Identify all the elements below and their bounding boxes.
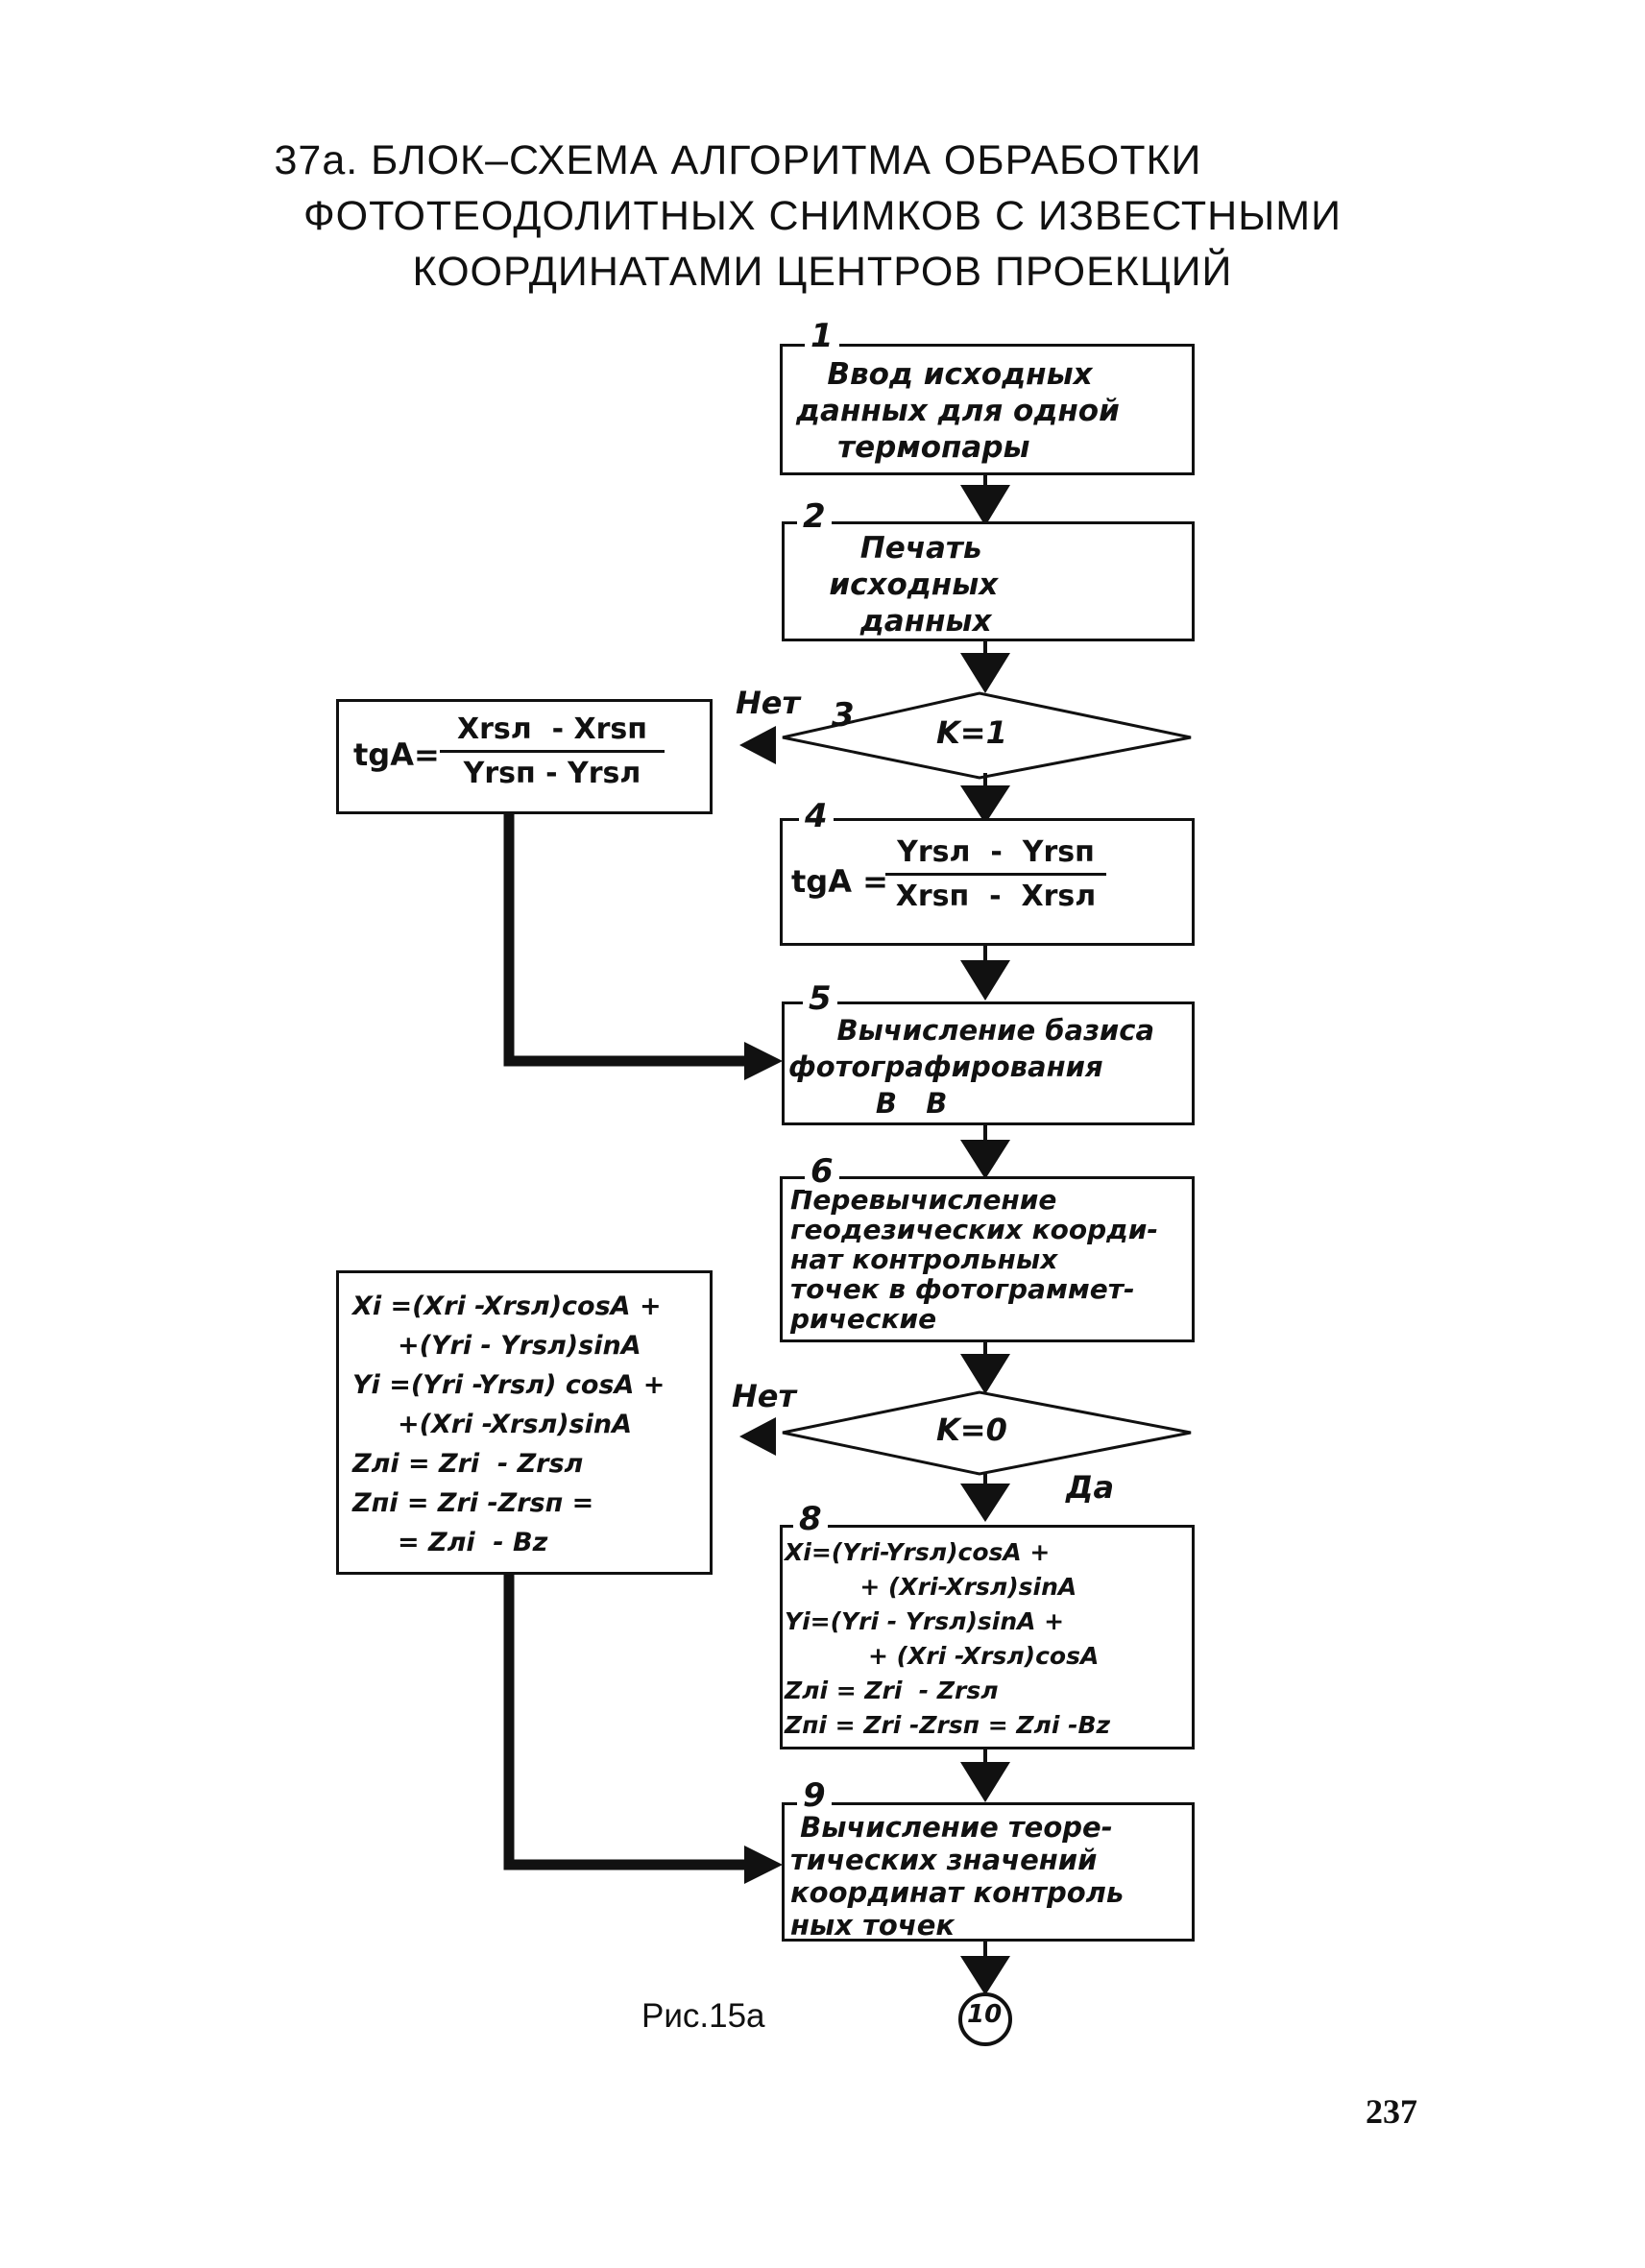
block-6-text: Перевычисление геодезических коорди- нат… xyxy=(790,1184,1158,1335)
block-4-fraction-bar xyxy=(885,873,1106,876)
arrow-1-2 xyxy=(960,485,1010,526)
block-8-text: Xi=(Yri-Yrsл)cosA + + (Xri-Xrsл)sinA Yi=… xyxy=(785,1538,1111,1739)
arrow-9-10 xyxy=(960,1956,1010,1995)
block-9-number: 9 xyxy=(797,1776,832,1815)
block-3-no-label: Нет xyxy=(736,685,801,721)
block-5-number: 5 xyxy=(803,979,837,1018)
title-line-3: КООРДИНАТАМИ ЦЕНТРОВ ПРОЕКЦИЙ xyxy=(412,249,1233,295)
left-tga-fraction-bar xyxy=(440,750,665,753)
arrow-6-7 xyxy=(960,1354,1010,1394)
left-block-tga-fraction: Xrsл - Xrsп Yrsп - Yrsл xyxy=(440,712,665,790)
block-4-fraction: Yrsл - Yrsп Xrsп - Xrsл xyxy=(885,835,1106,913)
block-7-yes-label: Да xyxy=(1066,1469,1115,1506)
block-2-text: Печать исходных данных xyxy=(829,531,999,639)
block-4-numerator: Yrsл - Yrsп xyxy=(897,835,1095,869)
left-tga-denominator: Yrsп - Yrsл xyxy=(463,757,641,790)
down-arrows xyxy=(960,485,1010,1995)
block-4-denominator: Xrsп - Xrsл xyxy=(895,880,1097,913)
block-9-text: Вычисление теоре- тических значений коор… xyxy=(790,1811,1125,1942)
block-2-number: 2 xyxy=(797,497,832,536)
arrow-8-9 xyxy=(960,1762,1010,1802)
left-block-tga xyxy=(336,699,713,814)
decision-diamond-3 xyxy=(782,691,1192,780)
block-7-condition: K=0 xyxy=(936,1411,1007,1448)
left-block-coordinates-text: Xi =(Xri -Xrsл)cosA + +(Yri - Yrsл)sinA … xyxy=(352,1291,665,1557)
arrow-no-3 xyxy=(739,726,776,764)
connector-10-label: 10 xyxy=(967,2000,1003,2029)
page-number: 237 xyxy=(1366,2092,1417,2131)
block-5-basis: Вычисление базиса фотографирования B B xyxy=(782,1001,1195,1125)
block-3-number: 3 xyxy=(832,696,855,735)
left-block-tga-lhs: tgA= xyxy=(353,736,440,773)
block-4-lhs: tgA = xyxy=(791,863,888,900)
block-2-print-data: Печать исходных данных xyxy=(782,521,1195,641)
block-1-input-data: Ввод исходных данных для одной термопары xyxy=(780,344,1195,475)
title-line-2: ФОТОТЕОДОЛИТНЫХ СНИМКОВ С ИЗВЕСТНЫМИ xyxy=(302,193,1343,239)
arrow-2-3 xyxy=(960,653,1010,693)
figure-caption: Рис.15а xyxy=(641,1997,765,2035)
block-3-condition: K=1 xyxy=(936,714,1007,751)
block-5-text: Вычисление базиса фотографирования B B xyxy=(788,1014,1155,1120)
connector-circle-10 xyxy=(958,1992,1012,2046)
block-6-number: 6 xyxy=(805,1152,839,1191)
arrow-3-4 xyxy=(960,785,1010,824)
decision-diamond-7 xyxy=(782,1390,1192,1476)
arrow-7-8 xyxy=(960,1484,1010,1522)
block-1-number: 1 xyxy=(805,317,839,355)
block-7-no-label: Нет xyxy=(732,1378,797,1414)
arrow-into-9 xyxy=(744,1846,783,1884)
arrow-5-6 xyxy=(960,1140,1010,1179)
left-block-coordinates: Xi =(Xri -Xrsл)cosA + +(Yri - Yrsл)sinA … xyxy=(336,1270,713,1575)
block-1-text: Ввод исходных данных для одной термопары xyxy=(796,357,1120,465)
arrow-no-7 xyxy=(739,1417,776,1456)
left-tga-numerator: Xrsл - Xrsп xyxy=(456,712,648,746)
block-8-number: 8 xyxy=(793,1500,828,1538)
block-4-number: 4 xyxy=(799,797,834,835)
block-8-coordinates: Xi=(Yri-Yrsл)cosA + + (Xri-Xrsл)sinA Yi=… xyxy=(780,1525,1195,1749)
block-4-tga xyxy=(780,818,1195,946)
return-paths xyxy=(503,814,749,1870)
page-title: 37а. БЛОК–СХЕМА АЛГОРИТМА ОБРАБОТКИ ФОТО… xyxy=(0,133,1645,300)
title-line-1: 37а. БЛОК–СХЕМА АЛГОРИТМА ОБРАБОТКИ xyxy=(274,137,1202,183)
block-9-theoretical: Вычисление теоре- тических значений коор… xyxy=(782,1802,1195,1942)
arrow-4-5 xyxy=(960,960,1010,1001)
arrow-into-5 xyxy=(744,1042,783,1080)
block-6-recompute: Перевычисление геодезических коорди- нат… xyxy=(780,1176,1195,1342)
